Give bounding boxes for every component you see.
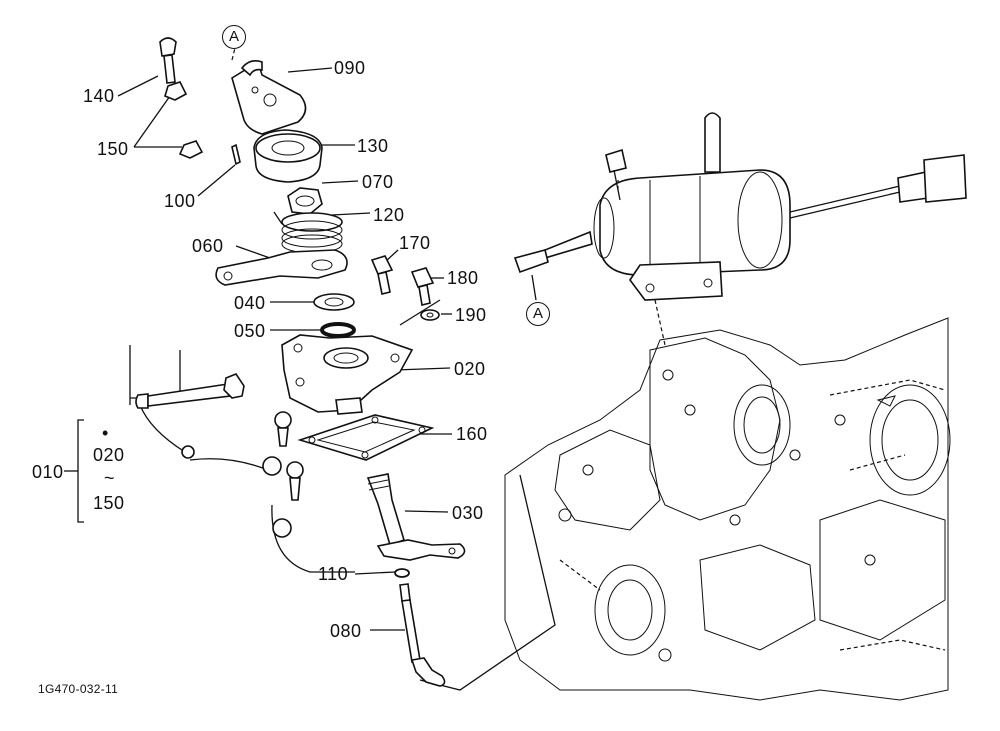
callout-080: 080: [330, 621, 362, 641]
part-100-pin: [231, 143, 241, 166]
part-040-washer: [313, 293, 355, 311]
part-170-bolt: [370, 255, 394, 295]
drawing-code: 1G470-032-11: [38, 682, 119, 696]
part-020-housing: [281, 334, 414, 415]
callout-070: 070: [362, 172, 394, 192]
part-160-gasket: [297, 414, 435, 461]
part-150-nut-upper: [164, 81, 188, 101]
part-long-bolt: [135, 373, 245, 409]
callout-040: 040: [234, 293, 266, 313]
callout-100: 100: [164, 191, 196, 211]
callout-050: 050: [234, 321, 266, 341]
part-140-bolt: [159, 37, 177, 84]
group-range-to: 150: [93, 493, 125, 513]
part-130-collar: [253, 129, 323, 183]
part-090-lever: [231, 60, 307, 135]
part-110-o-ring: [394, 568, 410, 578]
part-190-washer: [420, 309, 440, 321]
callout-160: 160: [456, 424, 488, 444]
group-bullet: •: [102, 423, 109, 443]
part-150-nut-lower: [178, 140, 204, 159]
part-060-lever: [215, 249, 348, 286]
callout-180: 180: [447, 268, 479, 288]
group-range-from: 020: [93, 445, 125, 465]
part-180-bolt: [410, 267, 435, 306]
stop-solenoid-illustration: [513, 112, 967, 301]
part-120-spring: [273, 211, 343, 254]
callout-170: 170: [399, 233, 431, 253]
group-bracket: [64, 419, 84, 523]
callout-130: 130: [357, 136, 389, 156]
callout-140: 140: [83, 86, 115, 106]
callout-150: 150: [97, 139, 129, 159]
callout-060: 060: [192, 236, 224, 256]
part-030-shaft: [366, 473, 466, 561]
group-range-tilde: ~: [104, 468, 115, 488]
group-label-010: 010: [32, 462, 64, 482]
part-studs-and-balls: [181, 411, 304, 538]
part-080-rod: [399, 583, 446, 687]
callout-120: 120: [373, 205, 405, 225]
callout-020: 020: [454, 359, 486, 379]
reference-marker-a-top: A: [222, 25, 246, 49]
part-070-nut: [287, 187, 323, 215]
callout-030: 030: [452, 503, 484, 523]
callout-090: 090: [334, 58, 366, 78]
reference-marker-a-solenoid: A: [526, 302, 550, 326]
callout-110: 110: [318, 564, 349, 584]
engine-block-illustration: [504, 317, 951, 701]
part-050-o-ring: [320, 322, 356, 338]
callout-190: 190: [455, 305, 487, 325]
